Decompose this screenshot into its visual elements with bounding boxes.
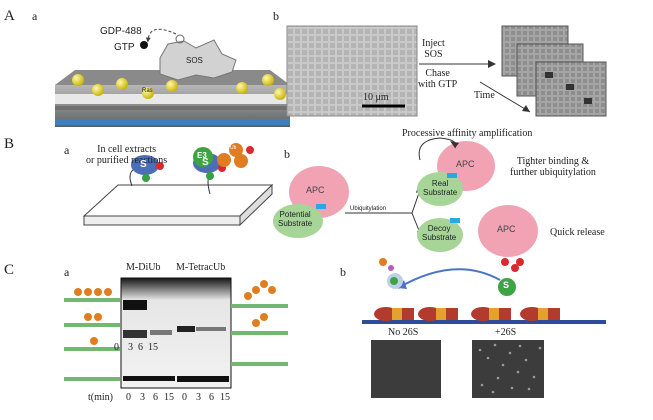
- tick-3b: 3: [196, 392, 201, 403]
- gel-time-15: 15: [148, 342, 158, 353]
- e3-ligase: [193, 147, 213, 167]
- panel-b-b-label: b: [284, 147, 290, 161]
- right-dna-rails: [231, 304, 288, 366]
- apc-top-label: APC: [456, 159, 475, 169]
- s-label-b: S: [202, 157, 209, 168]
- tick-15a: 15: [164, 392, 174, 403]
- right-ub-chains: [244, 280, 276, 327]
- gdp-label: GDP-488: [100, 26, 142, 37]
- e3-label: E3: [197, 151, 207, 160]
- panel-a-b-label: b: [273, 9, 279, 23]
- time-label: Time: [474, 90, 495, 101]
- substrate-a: [131, 155, 164, 182]
- panel-a-a-label: a: [32, 9, 38, 23]
- tick-15b: 15: [220, 392, 230, 403]
- inject-sos-text: Inject SOS: [422, 38, 445, 60]
- ub-label: Ub: [230, 145, 237, 151]
- left-ub-chains: [74, 288, 112, 345]
- panel-b-label: B: [4, 136, 15, 152]
- apc-left-label: APC: [306, 185, 325, 195]
- apc-right: [478, 205, 538, 257]
- gtp-molecule: [140, 41, 148, 49]
- cell-extract-caption: In cell extracts or purified reactions: [86, 144, 168, 166]
- no26s-label: No 26S: [388, 327, 419, 338]
- panel-c-label: C: [4, 262, 15, 278]
- decoy-substrate: [417, 218, 463, 252]
- tick-0b: 0: [182, 392, 187, 403]
- diub-header: M-DiUb: [126, 262, 161, 273]
- timelapse-stack: [501, 25, 607, 117]
- gel-bands: [123, 300, 229, 382]
- ubiquitylation-label: Ubiquitylation: [350, 206, 387, 212]
- ras-molecules: [72, 74, 286, 100]
- panel-a-label: A: [4, 8, 15, 24]
- s-label-c: S: [503, 280, 510, 290]
- gel-time-3: 3: [128, 342, 133, 353]
- plus26s-spots: [478, 343, 542, 394]
- sos-label: SOS: [186, 56, 203, 65]
- decoy-substrate-label: Decoy Substrate: [422, 224, 457, 242]
- panel-b-a-label: a: [64, 143, 70, 157]
- s-substrate: [498, 278, 516, 296]
- tick-6b: 6: [209, 392, 214, 403]
- processive-caption: Processive affinity amplification: [402, 128, 533, 139]
- gel-time-6: 6: [138, 342, 143, 353]
- gdp-molecule: [175, 34, 185, 44]
- real-substrate-label: Real Substrate: [423, 179, 458, 197]
- potential-substrate-label: Potential Substrate: [278, 210, 313, 228]
- no26s-image: [371, 340, 441, 398]
- tighter-binding-text: Tighter binding & further ubiquitylation: [510, 156, 596, 178]
- tick-0a: 0: [126, 392, 131, 403]
- ubiquitin-chain: [217, 143, 254, 168]
- plus26s-label: +26S: [495, 327, 517, 338]
- ras-label: Ras: [142, 88, 153, 94]
- real-substrate: [417, 172, 463, 206]
- left-dna-rails: [64, 298, 120, 381]
- chase-gtp-text: Chase with GTP: [418, 68, 458, 90]
- microscopy-image: [286, 25, 418, 117]
- potential-substrate: [273, 204, 323, 238]
- gtp-label: GTP: [114, 42, 135, 53]
- gel-time-0: 0: [114, 342, 119, 353]
- time-axis-label: t(min): [88, 392, 113, 403]
- membrane-diagram: [55, 39, 290, 127]
- plus26s-image: [472, 340, 544, 398]
- quick-release-text: Quick release: [550, 227, 605, 238]
- proteasome-cylinders: [374, 307, 560, 321]
- panel-c-a-label: a: [64, 265, 70, 279]
- apc-right-label: APC: [497, 224, 516, 234]
- scale-bar-label: 10 μm: [363, 92, 389, 103]
- panel-c-b-label: b: [340, 265, 346, 279]
- s-label-a: S: [140, 159, 147, 170]
- ub-floating: [379, 258, 524, 272]
- tetracub-header: M-TetracUb: [176, 262, 226, 273]
- tick-6a: 6: [153, 392, 158, 403]
- tick-3a: 3: [140, 392, 145, 403]
